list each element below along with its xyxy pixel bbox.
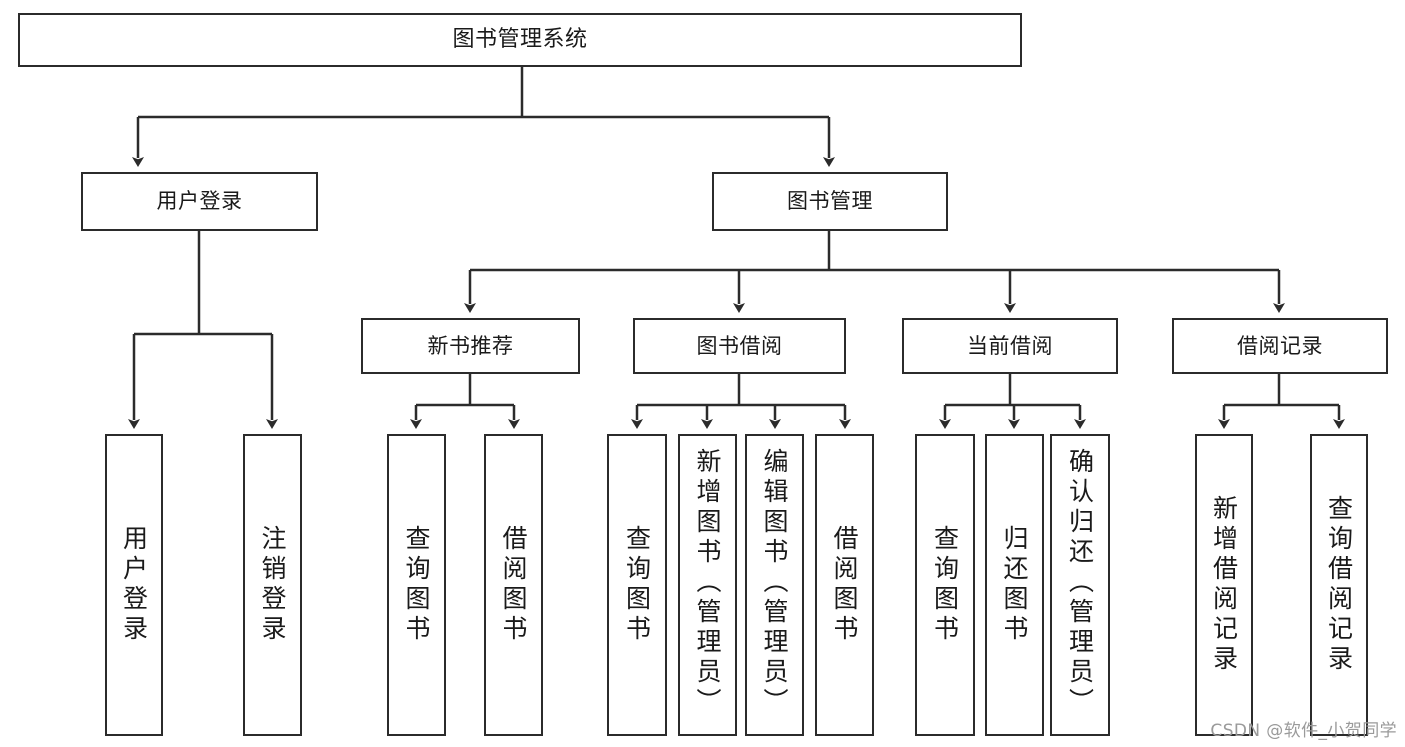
leaf-query-record[interactable]: 查询借阅记录 xyxy=(1310,434,1368,736)
leaf-add-book-label: 新增图书（管理员） xyxy=(693,448,722,718)
leaf-query-record-label: 查询借阅记录 xyxy=(1324,495,1354,675)
node-user-login-label: 用户登录 xyxy=(156,189,243,214)
leaf-logout[interactable]: 注销登录 xyxy=(243,434,302,736)
node-current-borrow[interactable]: 当前借阅 xyxy=(902,318,1118,374)
leaf-borrow-book-1[interactable]: 借阅图书 xyxy=(484,434,543,736)
node-root-label: 图书管理系统 xyxy=(452,27,588,53)
leaf-query-book-1[interactable]: 查询图书 xyxy=(387,434,446,736)
node-new-book-recommend[interactable]: 新书推荐 xyxy=(361,318,580,374)
leaf-add-record[interactable]: 新增借阅记录 xyxy=(1195,434,1253,736)
leaf-query-book-2-label: 查询图书 xyxy=(622,525,652,645)
node-book-borrow-label: 图书借阅 xyxy=(696,333,783,358)
leaf-user-login-label: 用户登录 xyxy=(119,525,149,645)
leaf-query-book-1-label: 查询图书 xyxy=(402,525,431,645)
node-book-borrow[interactable]: 图书借阅 xyxy=(633,318,846,374)
node-root[interactable]: 图书管理系统 xyxy=(18,13,1022,67)
leaf-borrow-book-1-label: 借阅图书 xyxy=(499,525,528,645)
leaf-edit-book-label: 编辑图书（管理员） xyxy=(760,448,789,718)
leaf-user-login[interactable]: 用户登录 xyxy=(105,434,163,736)
csdn-watermark: CSDN @软件_小贺同学 xyxy=(1210,721,1397,741)
node-user-login[interactable]: 用户登录 xyxy=(81,172,318,231)
leaf-edit-book[interactable]: 编辑图书（管理员） xyxy=(745,434,804,736)
node-book-manage[interactable]: 图书管理 xyxy=(712,172,948,231)
leaf-query-book-3-label: 查询图书 xyxy=(930,525,960,645)
leaf-return-book-label: 归还图书 xyxy=(1000,525,1029,645)
leaf-query-book-3[interactable]: 查询图书 xyxy=(915,434,975,736)
node-book-manage-label: 图书管理 xyxy=(787,189,873,214)
leaf-confirm-return-label: 确认归还（管理员） xyxy=(1065,448,1095,718)
leaf-return-book[interactable]: 归还图书 xyxy=(985,434,1044,736)
node-current-borrow-label: 当前借阅 xyxy=(967,333,1053,358)
leaf-query-book-2[interactable]: 查询图书 xyxy=(607,434,667,736)
leaf-borrow-book-2-label: 借阅图书 xyxy=(830,525,859,645)
node-new-book-recommend-label: 新书推荐 xyxy=(427,333,514,358)
node-borrow-record[interactable]: 借阅记录 xyxy=(1172,318,1388,374)
leaf-add-record-label: 新增借阅记录 xyxy=(1209,495,1239,675)
node-borrow-record-label: 借阅记录 xyxy=(1237,333,1323,358)
leaf-confirm-return[interactable]: 确认归还（管理员） xyxy=(1050,434,1110,736)
leaf-logout-label: 注销登录 xyxy=(258,525,287,645)
leaf-add-book[interactable]: 新增图书（管理员） xyxy=(678,434,737,736)
leaf-borrow-book-2[interactable]: 借阅图书 xyxy=(815,434,874,736)
